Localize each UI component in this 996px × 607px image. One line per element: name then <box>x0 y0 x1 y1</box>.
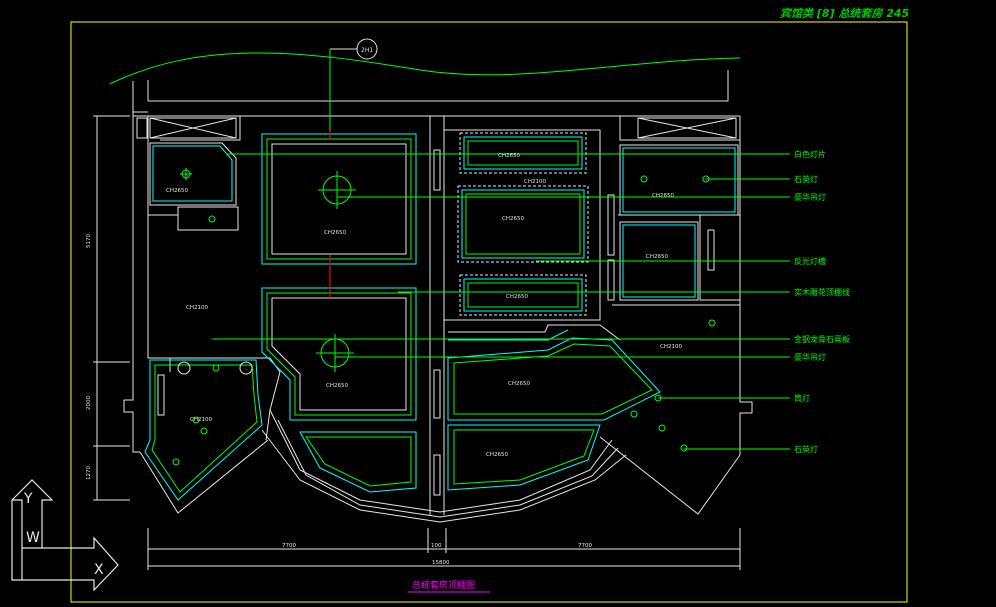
ucs-x-label: X <box>94 562 104 578</box>
callout-c8: 筒灯 <box>794 393 810 403</box>
callout-c1: 白色灯片 <box>794 149 826 159</box>
dim-bottom-2: 100 <box>431 543 442 549</box>
ucs-y-label: Y <box>23 491 33 507</box>
room-label: CH2650 <box>324 230 346 236</box>
dim-left-2: 2000 <box>86 396 92 410</box>
room-label: CH2650 <box>506 294 528 300</box>
header-title: 宾馆类 [8] 总统套房 245 <box>780 7 910 20</box>
room-label: CH2100 <box>660 344 682 350</box>
canopy-line <box>147 70 729 102</box>
building-walls <box>123 81 753 523</box>
left-dimension <box>93 115 130 501</box>
middle-strip-panels <box>457 132 589 316</box>
room-label: CH2100 <box>190 417 212 423</box>
room-label: CH2100 <box>524 179 546 185</box>
dim-left-1: 5170 <box>86 234 92 248</box>
dim-bottom-3: 7700 <box>578 543 592 549</box>
ucs-w-label: W <box>26 530 40 546</box>
ceiling-panel-curve-right <box>447 324 661 491</box>
callout-c5: 实木雕花顶棚线 <box>794 287 850 297</box>
door-panels <box>157 149 715 496</box>
room-label: CH2650 <box>502 216 524 222</box>
lamp-icon <box>172 175 716 466</box>
room-label: CH2650 <box>486 452 508 458</box>
callout-c7: 豪华吊灯 <box>794 352 826 362</box>
bottom-dimension <box>147 528 741 570</box>
callout-c3: 豪华吊灯 <box>794 192 826 202</box>
callout-labels: 白色灯片 石英灯 豪华吊灯 反光灯槽 实木雕花顶棚线 金钢龙骨石膏板 豪华吊灯 … <box>794 149 850 454</box>
room-label: CH2650 <box>326 383 348 389</box>
dim-total: 15800 <box>432 560 450 566</box>
room-top-left <box>149 142 237 206</box>
room-label: CH2650 <box>508 381 530 387</box>
dim-left-3: 1270 <box>86 466 92 480</box>
left-dimension-labels: 5170 2000 1270 <box>86 234 92 480</box>
room-bottom-left <box>144 359 263 501</box>
callout-c9: 石英灯 <box>794 444 818 454</box>
callout-c4: 反光灯槽 <box>794 256 826 266</box>
room-label: CH2650 <box>166 188 188 194</box>
bottom-dimension-labels: 7700 100 7700 15800 <box>282 543 592 566</box>
room-label: CH2650 <box>646 254 668 260</box>
right-rooms <box>619 144 739 301</box>
drawing-title: 总统套房顶棚图 <box>412 579 475 591</box>
callout-c2: 石英灯 <box>794 174 818 184</box>
leader-lines <box>212 153 790 450</box>
crossed-boxes <box>136 117 737 139</box>
room-label: CH2100 <box>186 305 208 311</box>
room-label: CH2650 <box>652 193 674 199</box>
dim-bottom-1: 7700 <box>282 543 296 549</box>
ceiling-panel-top <box>261 133 417 265</box>
ucs-icon <box>11 479 119 592</box>
room-labels: CH2650 CH2650 CH2650 CH2100 CH2650 CH265… <box>166 153 682 458</box>
canopy-wave <box>109 52 741 85</box>
sheet-border <box>70 21 908 603</box>
callout-c6: 金钢龙骨石膏板 <box>794 334 850 344</box>
section-marker-label: 2H1 <box>361 47 373 54</box>
ceiling-panel-curve-left <box>299 431 417 493</box>
ceiling-panel-bottom <box>261 287 417 421</box>
room-label: CH2650 <box>498 153 520 159</box>
